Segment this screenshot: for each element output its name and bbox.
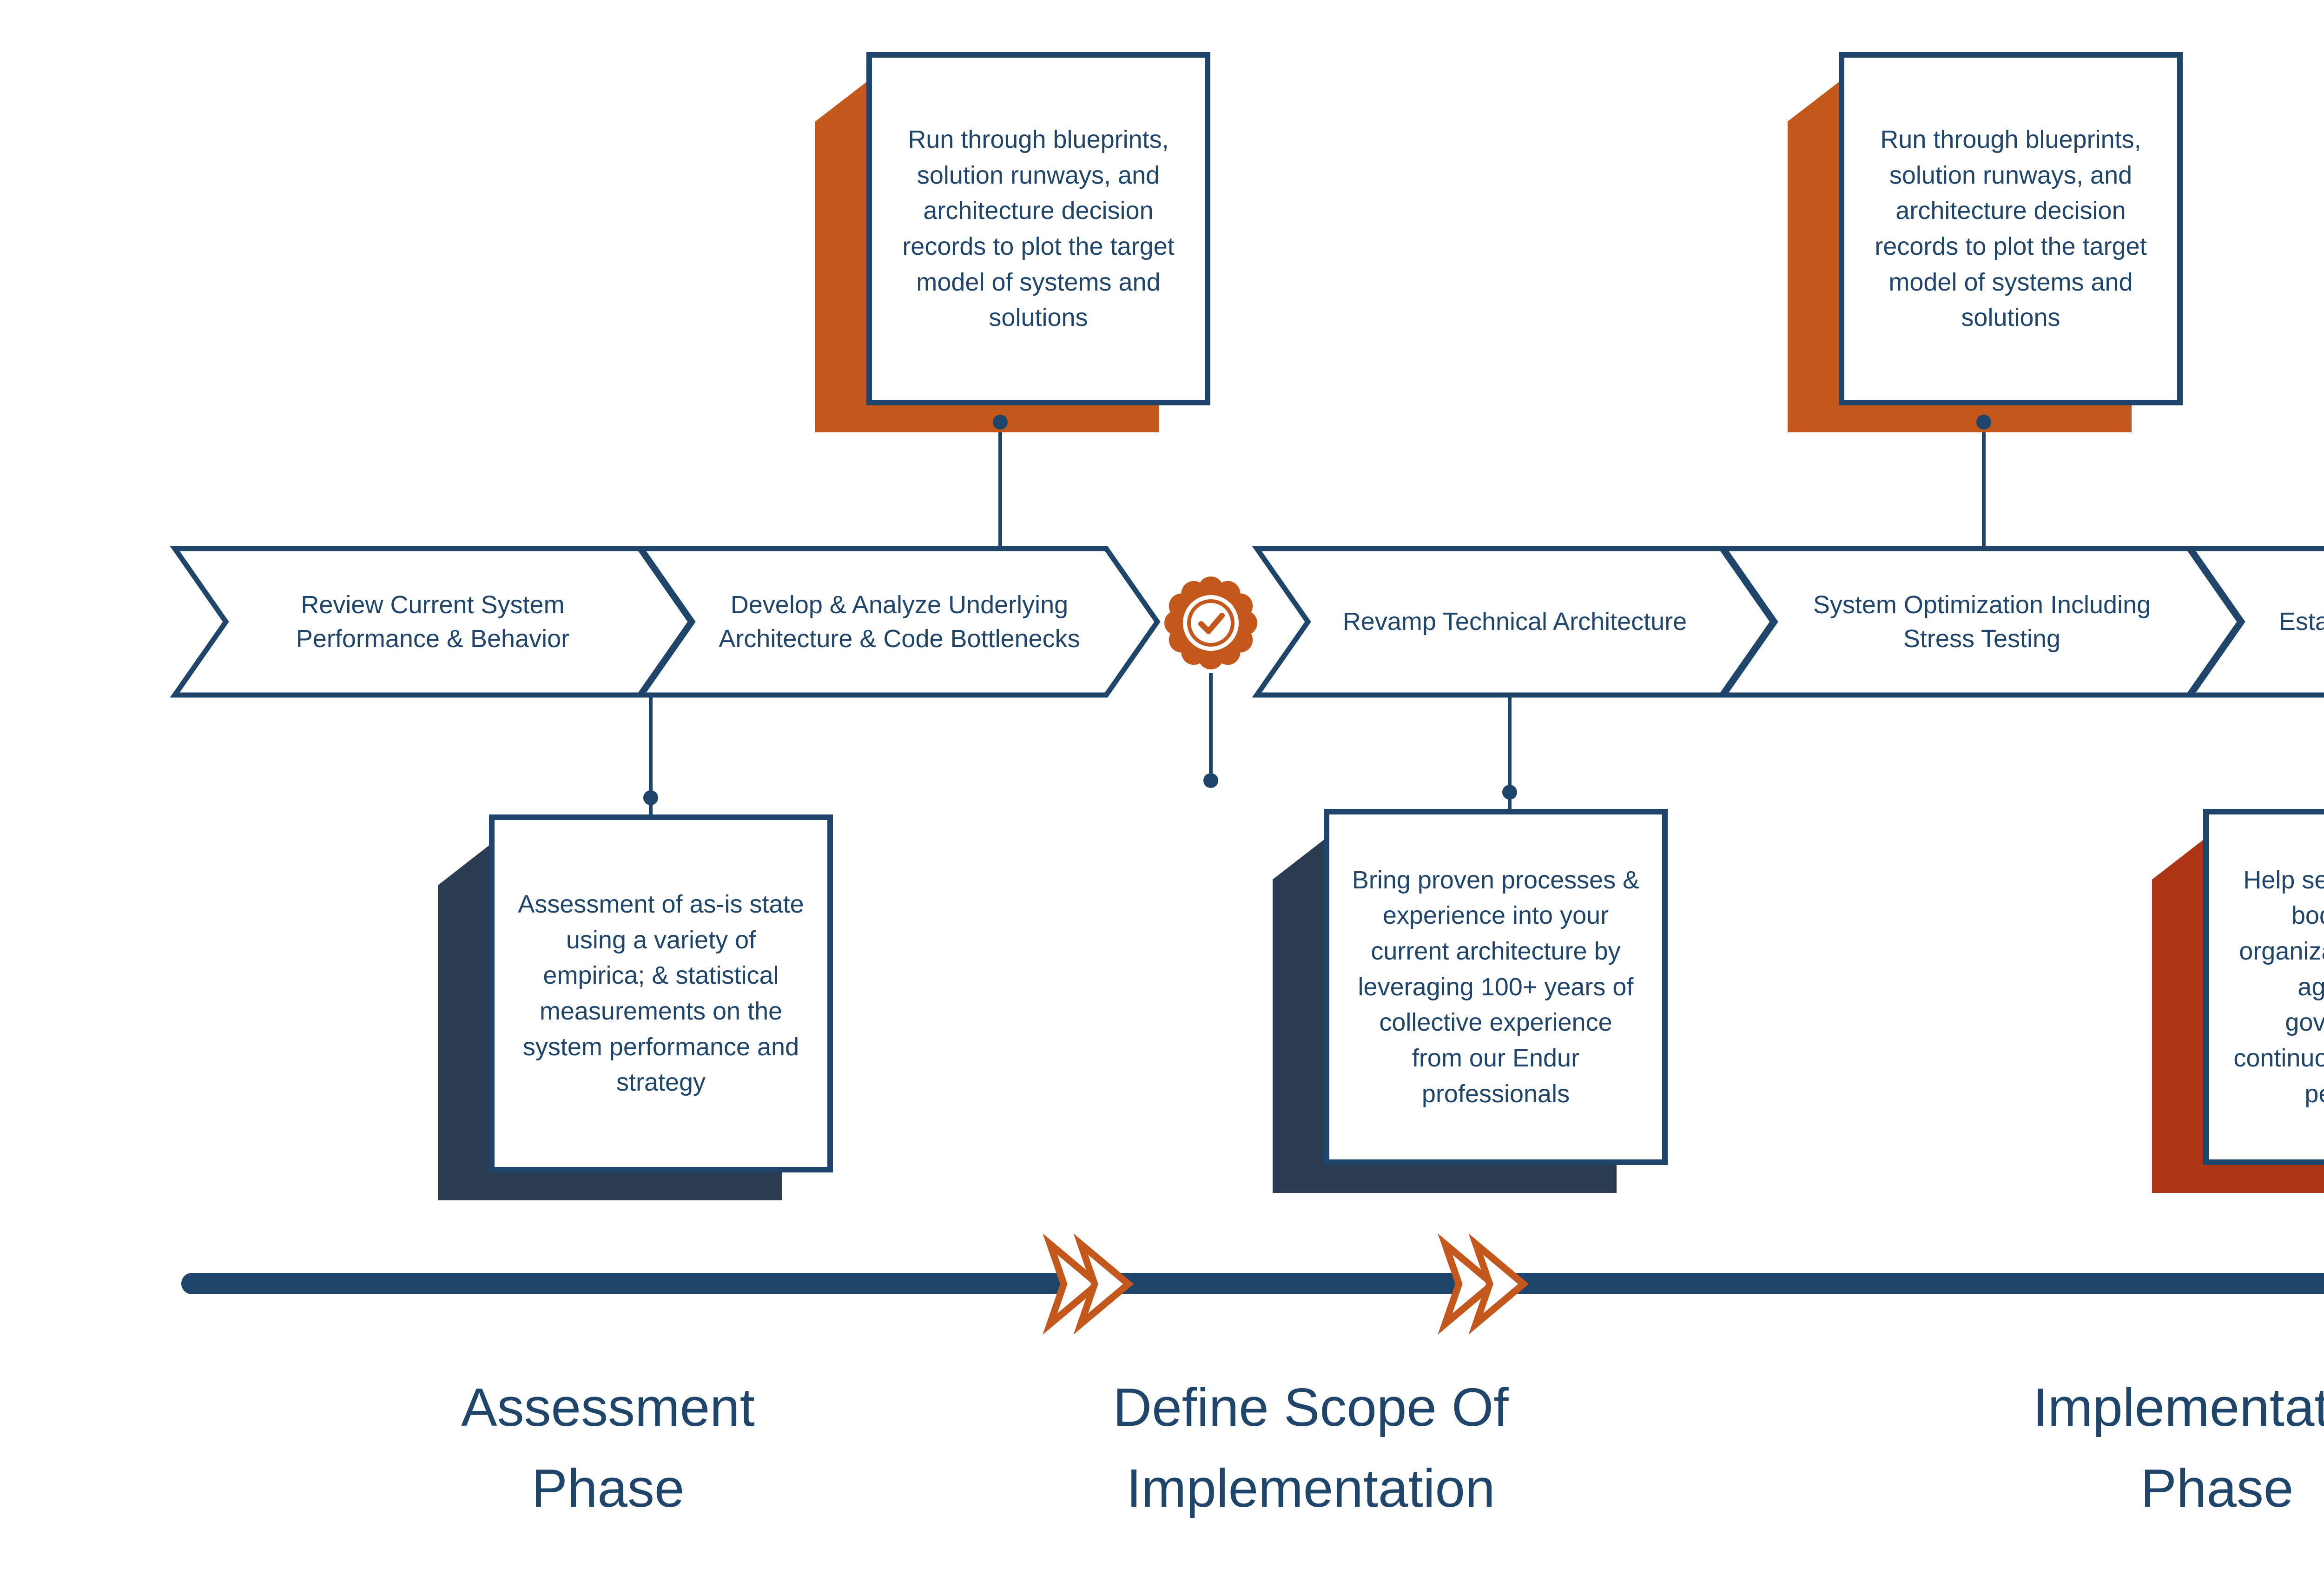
connector-top-1: [998, 405, 1002, 549]
timeline-arrow-icon: [1438, 1233, 1529, 1335]
step-label: Review Current System Performance & Beha…: [296, 590, 570, 653]
bottom-callout-2: Bring proven processes & experience into…: [1324, 809, 1668, 1165]
step-label: Revamp Technical Architecture: [1342, 608, 1687, 636]
connector-bottom-2: [1508, 695, 1512, 809]
check-seal-icon: [1164, 576, 1257, 669]
step-label: System Optimization Including Stress Tes…: [1813, 590, 2151, 653]
connector-bottom-1: [649, 695, 653, 814]
connector-top-2-dot: [1976, 415, 1991, 430]
bottom-callout-3: Help set up a dedicated body within the …: [2203, 809, 2324, 1165]
chevron-shape: [636, 546, 1161, 698]
phase-label-assessment: Assessment Phase: [461, 1377, 755, 1518]
step-review-current-system: Review Current System Performance & Beha…: [170, 546, 694, 698]
top-callout-1: Run through blueprints, solution runways…: [866, 52, 1210, 405]
top-callout-2-text: Run through blueprints, solution runways…: [1875, 125, 2147, 332]
connector-top-2: [1982, 405, 1986, 549]
connector-bottom-2-dot: [1502, 785, 1517, 800]
phase-label-implementation: Implementation Phase: [2033, 1377, 2324, 1518]
bottom-callout-1-text: Assessment of as-is state using a variet…: [518, 890, 804, 1097]
bottom-callout-1: Assessment of as-is state using a variet…: [489, 814, 833, 1172]
step-label: Develop & Analyze Underlying Architectur…: [719, 590, 1080, 653]
bottom-callout-2-text: Bring proven processes & experience into…: [1352, 866, 1640, 1108]
bottom-callout-3-text: Help set up a dedicated body within the …: [2233, 866, 2324, 1108]
connector-badge: [1209, 673, 1213, 773]
phase-label-define-scope: Define Scope Of Implementation: [1113, 1377, 1509, 1518]
step-develop-analyze: Develop & Analyze Underlying Architectur…: [636, 546, 1161, 698]
step-revamp-architecture: Revamp Technical Architecture: [1252, 546, 1776, 698]
chevron-shape: [2186, 546, 2324, 698]
connector-top-1-dot: [993, 415, 1008, 430]
timeline-bar: [181, 1273, 2324, 1294]
step-centre-of-excellence: Establish Centre of Excellence: [2186, 546, 2324, 698]
timeline-arrow-icon: [1043, 1233, 1134, 1335]
step-system-optimization: System Optimization Including Stress Tes…: [1719, 546, 2243, 698]
connector-bottom-1-dot: [643, 790, 658, 805]
top-callout-2: Run through blueprints, solution runways…: [1839, 52, 2183, 405]
connector-badge-dot: [1203, 773, 1218, 788]
top-callout-1-text: Run through blueprints, solution runways…: [902, 125, 1175, 332]
step-label: Establish Centre of Excellence: [2278, 608, 2324, 636]
